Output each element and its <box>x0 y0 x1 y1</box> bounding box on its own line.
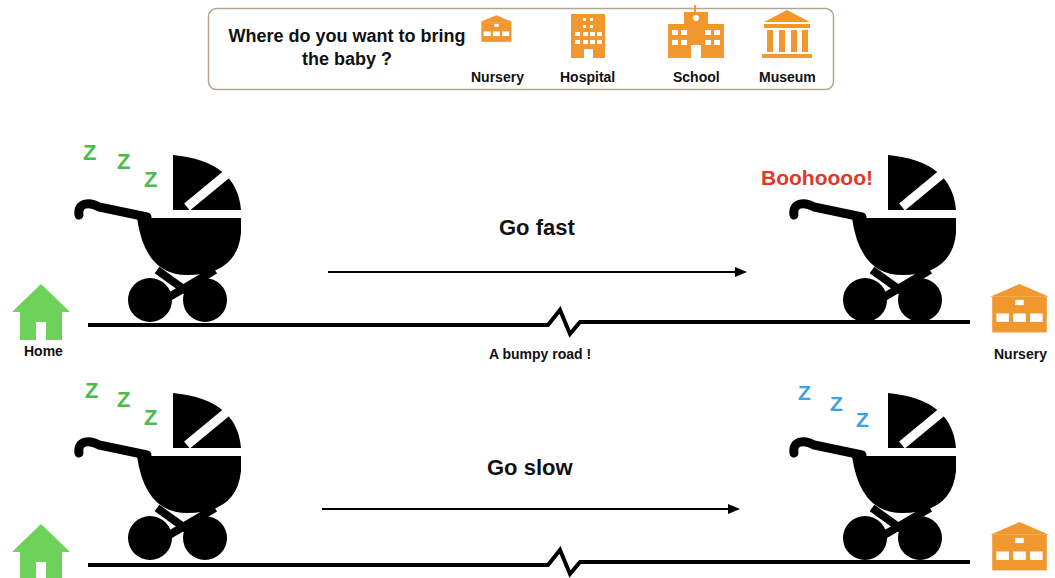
crying-sound: Boohoooo! <box>761 166 873 190</box>
stroller <box>79 155 241 322</box>
motion-arrow <box>322 508 738 510</box>
place-label: Home <box>24 343 63 359</box>
stroller <box>794 393 956 560</box>
sleep-mark: Z <box>830 392 843 416</box>
icon-label: Hospital <box>560 69 615 85</box>
road-label: A bumpy road ! <box>489 346 591 362</box>
stroller <box>79 393 241 560</box>
icon-label: Museum <box>759 69 816 85</box>
sleep-mark: Z <box>856 408 869 432</box>
place-label: Nursery <box>994 346 1047 362</box>
panel-outline <box>209 9 834 90</box>
icon-label: School <box>673 69 720 85</box>
sleep-mark: Z <box>83 140 96 165</box>
panel-heading: Where do you want to bring the baby ? <box>222 25 472 72</box>
museum-icon <box>762 10 812 58</box>
icon-label: Nursery <box>471 69 524 85</box>
sleep-mark: Z <box>144 405 157 430</box>
action-label: Go fast <box>499 215 575 240</box>
nursery-icon <box>990 522 1049 570</box>
sleep-mark: Z <box>117 387 130 412</box>
sleep-mark: Z <box>144 167 157 192</box>
school-icon <box>668 5 724 58</box>
sleep-mark: Z <box>798 381 811 405</box>
home-icon <box>12 284 70 340</box>
action-label: Go slow <box>487 455 573 480</box>
sleep-mark: Z <box>85 378 98 403</box>
hospital-icon <box>571 14 605 58</box>
home-icon <box>12 524 70 578</box>
nursery-icon <box>480 15 512 42</box>
sleep-mark: Z <box>117 149 130 174</box>
nursery-icon <box>990 284 1049 332</box>
motion-arrow <box>328 271 745 273</box>
